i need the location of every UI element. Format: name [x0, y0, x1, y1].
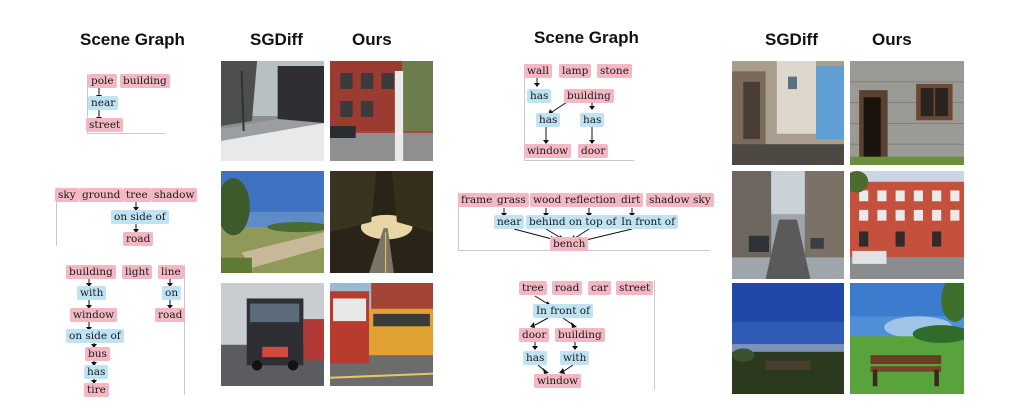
node-window: window	[70, 308, 118, 322]
node-light: light	[122, 265, 153, 279]
node-in-front-of: In front of	[618, 215, 679, 229]
sgdiff-image-4	[732, 61, 844, 165]
node-grass: grass	[494, 193, 529, 207]
node-tire: tire	[84, 383, 109, 397]
ours-image-1	[330, 61, 433, 161]
node-reflection: reflection	[562, 193, 619, 207]
node-sky: sky	[690, 193, 714, 207]
node-building: building	[555, 328, 605, 342]
node-has: has	[523, 351, 548, 365]
node-on-top-of: on top of	[566, 215, 620, 229]
ours-image-5	[850, 171, 964, 279]
node-has: has	[580, 113, 605, 127]
node-dirt: dirt	[618, 193, 644, 207]
node-shadow: shadow	[646, 193, 693, 207]
node-window: window	[524, 144, 572, 158]
node-on: on	[162, 286, 182, 300]
sgdiff-image-1	[221, 61, 324, 161]
scene-graph-header-right: Scene Graph	[534, 28, 639, 47]
node-building: building	[66, 265, 116, 279]
node-window: window	[534, 374, 582, 388]
node-street: street	[86, 118, 124, 132]
node-has: has	[527, 89, 552, 103]
sgdiff-image-6	[732, 283, 844, 394]
scene-graph-2: sky ground tree shadow on side of road	[55, 186, 198, 248]
node-wall: wall	[524, 64, 552, 78]
sgdiff-image-2	[221, 171, 324, 273]
ours-image-6	[850, 283, 964, 394]
node-building: building	[120, 74, 170, 88]
node-stone: stone	[597, 64, 632, 78]
node-on-side-of: on side of	[111, 210, 169, 224]
node-wood: wood	[530, 193, 565, 207]
node-bus: bus	[85, 347, 110, 361]
node-tree: tree	[123, 188, 151, 202]
node-building: building	[564, 89, 614, 103]
node-in-front-of: In front of	[533, 304, 594, 318]
node-with: with	[77, 286, 107, 300]
node-behind: behind	[526, 215, 569, 229]
node-road: road	[123, 232, 154, 246]
scene-graph-4: wall lamp stone has building has has win…	[522, 62, 638, 162]
node-has: has	[84, 365, 109, 379]
node-door: door	[578, 144, 609, 158]
ours-image-4	[850, 61, 964, 165]
sgdiff-image-5	[732, 171, 844, 279]
sgdiff-header-right: SGDiff	[765, 30, 818, 49]
node-street: street	[616, 281, 654, 295]
node-road: road	[155, 308, 186, 322]
sgdiff-header-left: SGDiff	[250, 30, 303, 49]
node-bench: bench	[550, 237, 589, 251]
node-lamp: lamp	[559, 64, 592, 78]
node-has: has	[536, 113, 561, 127]
node-line: line	[158, 265, 184, 279]
ours-image-3	[330, 283, 433, 386]
ours-header-right: Ours	[872, 30, 912, 49]
scene-graph-header-left: Scene Graph	[80, 30, 185, 49]
node-on-side-of: on side of	[66, 329, 124, 343]
node-car: car	[588, 281, 612, 295]
ours-image-2	[330, 171, 433, 273]
node-pole: pole	[88, 74, 117, 88]
scene-graph-3: building light line with on window road …	[66, 265, 190, 397]
sgdiff-image-3	[221, 283, 324, 386]
scene-graph-1: pole building near street	[84, 72, 174, 136]
node-road: road	[552, 281, 583, 295]
node-frame: frame	[458, 193, 496, 207]
node-near: near	[88, 96, 119, 110]
node-ground: ground	[79, 188, 124, 202]
ours-header-left: Ours	[352, 30, 392, 49]
node-with: with	[560, 351, 590, 365]
node-tree: tree	[519, 281, 547, 295]
node-shadow: shadow	[151, 188, 198, 202]
node-near: near	[494, 215, 525, 229]
node-sky: sky	[55, 188, 79, 202]
scene-graph-6: tree road car street In front of door bu…	[518, 280, 658, 392]
node-door: door	[519, 328, 550, 342]
scene-graph-5: frame grass wood reflection dirt shadow …	[458, 192, 714, 252]
